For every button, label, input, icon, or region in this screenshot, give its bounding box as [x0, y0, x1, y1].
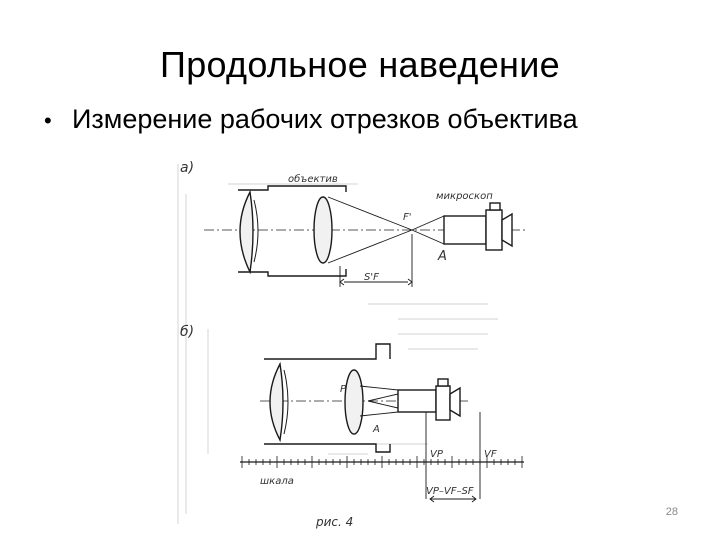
label-a: а) [180, 160, 194, 176]
objective-lens-a [239, 189, 259, 275]
bullet-item: • Измерение рабочих отрезков объектива [44, 104, 578, 135]
collimator-lens-a [313, 196, 333, 264]
bullet-text: Измерение рабочих отрезков объектива [72, 104, 578, 134]
page-number: 28 [665, 506, 678, 518]
point-a-top: A [437, 249, 447, 264]
scale-mark-vf: VF [484, 449, 497, 460]
ray-cone-a [327, 196, 445, 264]
optical-diagram: а) объектив микроскоп F' A [168, 154, 540, 534]
scale-label: шкала [260, 476, 294, 487]
figure-caption: рис. 4 [315, 515, 353, 529]
slide-title: Продольное наведение [160, 44, 560, 85]
scale-mark-vp: VP [430, 449, 444, 460]
ray-cone-b [359, 385, 399, 417]
microscope-a [443, 202, 513, 251]
scale-vertical-lines [425, 412, 481, 499]
objective-tube-a [238, 185, 347, 277]
optical-diagram-svg: а) объектив микроскоп F' A [177, 160, 528, 529]
focal-segment-a [339, 234, 413, 287]
objective-tube-b [264, 343, 391, 453]
bullet-dot-icon: • [44, 108, 52, 133]
segment-label: S'F [364, 272, 379, 283]
focus-label-a: F' [403, 212, 412, 223]
formula-arrow [429, 495, 477, 503]
objective-lens-b [269, 361, 289, 443]
point-a-bottom: A [372, 424, 380, 435]
label-b: б) [180, 324, 194, 340]
collimator-lens-b [344, 369, 364, 435]
microscope-label: микроскоп [436, 191, 493, 202]
microscope-b [397, 378, 461, 421]
point-p: P [340, 384, 347, 395]
formula-label: VP–VF–SF [426, 486, 474, 497]
measurement-scale [240, 456, 524, 468]
objective-label: объектив [288, 173, 338, 185]
